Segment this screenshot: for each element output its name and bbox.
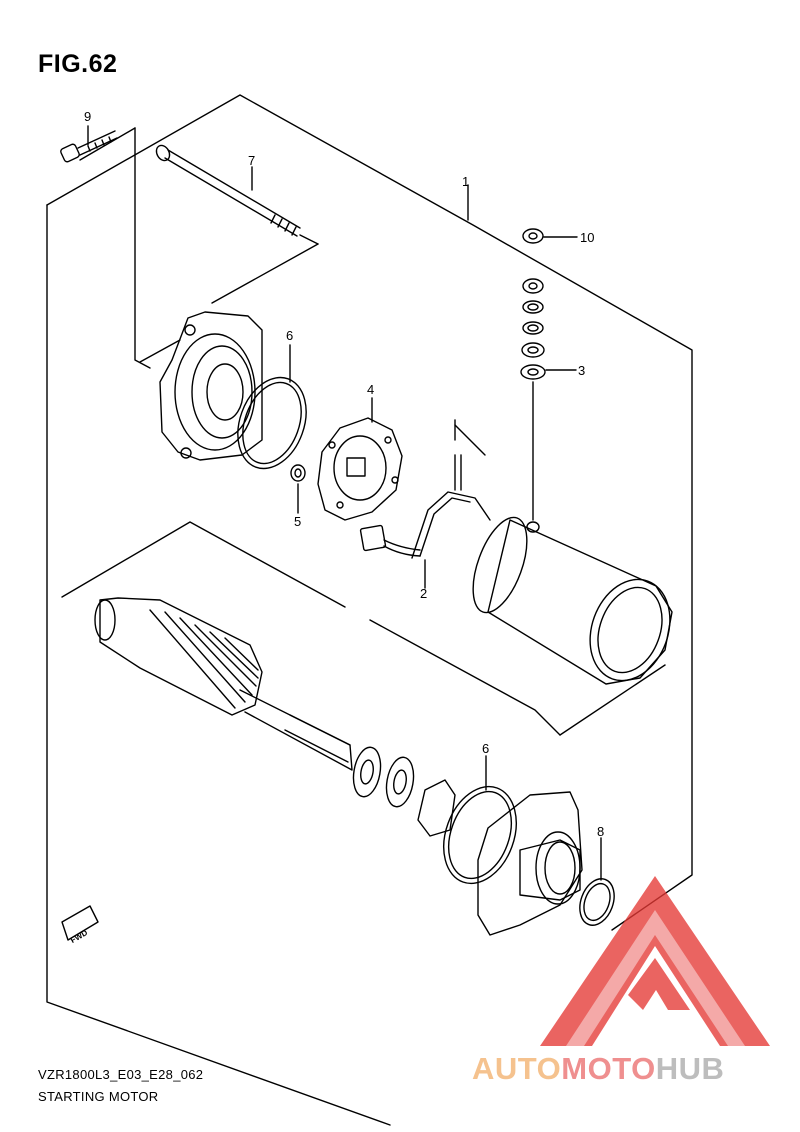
callout-8: 8 xyxy=(597,824,604,839)
fwd-arrow-icon xyxy=(61,905,99,941)
watermark-hub: HUB xyxy=(655,1051,725,1086)
figure-title: FIG.62 xyxy=(38,50,118,78)
assembly-boundary xyxy=(46,94,693,1126)
figure-name: STARTING MOTOR xyxy=(38,1089,159,1104)
washer-stack-part xyxy=(520,228,546,380)
callout-7: 7 xyxy=(248,153,255,168)
callout-4: 4 xyxy=(367,382,374,397)
watermark-moto: MOTO xyxy=(561,1051,656,1086)
o-ring-part-bottom xyxy=(443,785,517,885)
watermark-auto: AUTO xyxy=(472,1051,562,1086)
figure-code: VZR1800L3_E03_E28_062 xyxy=(38,1067,204,1082)
guide-lines xyxy=(61,381,666,736)
o-ring-part-top xyxy=(237,376,307,470)
watermark-triangle-logo xyxy=(540,876,770,1046)
front-cover-part xyxy=(159,311,263,461)
thrust-washers-part xyxy=(352,746,456,837)
brush-lead-part xyxy=(359,454,491,559)
callout-5: 5 xyxy=(294,514,301,529)
through-bolt-part xyxy=(155,144,301,237)
callout-6-top: 6 xyxy=(286,328,293,343)
armature-part xyxy=(94,597,353,771)
callout-10: 10 xyxy=(580,230,594,245)
rear-cover-part xyxy=(477,791,583,936)
callout-9: 9 xyxy=(84,109,91,124)
mounting-bolt-part xyxy=(60,130,118,163)
small-nut-part xyxy=(290,464,306,482)
callout-6-bottom: 6 xyxy=(482,741,489,756)
callout-3: 3 xyxy=(578,363,585,378)
brush-plate-part xyxy=(317,417,403,521)
watermark-wordmark: AUTOMOTOHUB xyxy=(472,1051,724,1087)
motor-yoke-part xyxy=(472,516,673,685)
callout-2: 2 xyxy=(420,586,427,601)
callout-1: 1 xyxy=(462,174,469,189)
leader-lines xyxy=(87,125,602,881)
o-ring-small-part xyxy=(579,878,615,926)
